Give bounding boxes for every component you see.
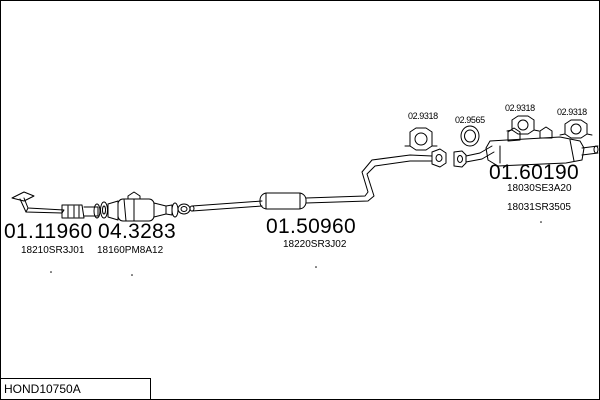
oe-reference: 18220SR3J02 <box>283 239 347 250</box>
hanger-3 <box>559 119 593 139</box>
front-pipe <box>11 191 101 219</box>
ring-gasket <box>460 125 480 147</box>
part-number: 01.50960 <box>266 215 356 238</box>
accessory-label: 02.9318 <box>505 103 535 113</box>
oe-reference: 18031SR3505 <box>507 202 571 213</box>
catalytic-converter <box>107 191 179 222</box>
gasket-2 <box>177 203 191 215</box>
accessory-label: 02.9565 <box>455 115 485 125</box>
oe-reference: 18030SE3A20 <box>507 183 572 194</box>
diagram-title: HOND10750A <box>4 382 81 396</box>
oe-reference: 18210SR3J01 <box>21 245 85 256</box>
accessory-label: 02.9318 <box>408 111 438 121</box>
accessory-label: 02.9318 <box>557 107 587 117</box>
hanger-2 <box>506 115 540 135</box>
gasket-1 <box>100 201 108 219</box>
title-box: HOND10750A <box>0 378 151 400</box>
hanger-1 <box>404 127 438 151</box>
oe-reference: 18160PM8A12 <box>97 245 164 256</box>
part-number: 01.60190 <box>489 161 579 184</box>
rear-silencer <box>453 126 599 168</box>
part-number: 01.11960 <box>4 220 93 243</box>
middle-silencer-pipe <box>189 148 447 212</box>
part-number: 04.3283 <box>98 220 177 243</box>
